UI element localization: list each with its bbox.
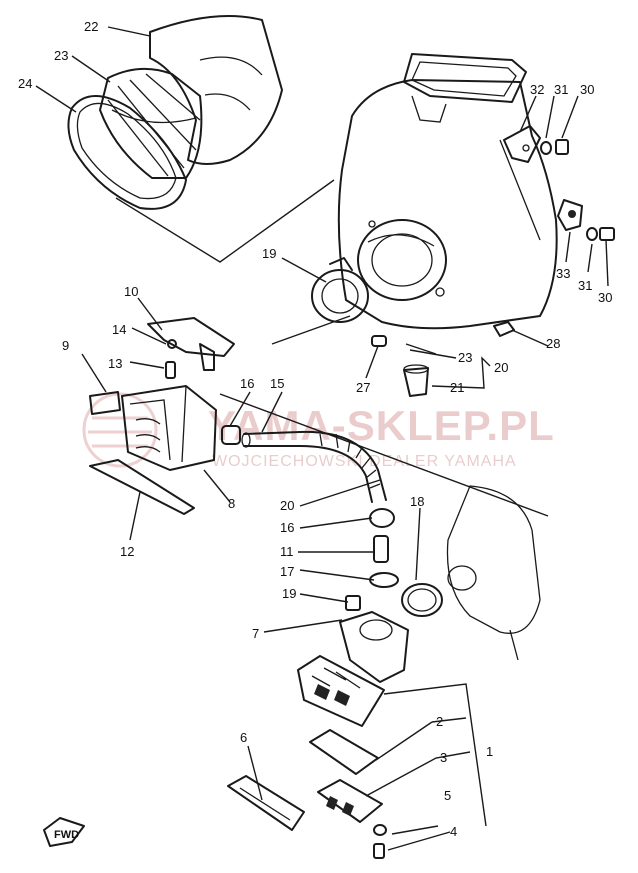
callout-6: 6 [240,730,247,745]
callout-labels: 22 23 24 32 31 30 33 31 30 19 27 28 23 2… [18,19,612,839]
callout-32: 32 [530,82,544,97]
callout-11: 11 [280,544,294,559]
hose-15 [241,431,301,448]
callout-12: 12 [120,544,134,559]
watermark-subtitle: WOJCIECHOWSKI DEALER YAMAHA [212,453,517,470]
callout-10: 10 [124,284,138,299]
callout-33: 33 [556,266,570,281]
clamp-17 [369,572,399,588]
joint-20 [311,257,369,323]
callout-14: 14 [112,322,126,337]
washer-31-lower [586,227,598,241]
callout-22: 20 [494,360,508,375]
air-filter-element-26 [99,67,203,179]
clamp-16-upper [221,425,241,445]
silencer-case-8 [121,385,217,471]
band-18 [401,583,443,617]
callout-28: 27 [356,380,370,395]
clip-28 [371,335,387,347]
callout-20: 19 [262,246,276,261]
reed-stopper-2 [309,729,379,775]
callout-25: 22 [84,19,98,34]
filter-pad-9 [89,391,121,415]
reed-valve-assembly-1 [297,655,385,727]
callout-29: 28 [546,336,560,351]
callout-16-lower: 16 [280,520,294,535]
clamp-16-lower [369,508,395,528]
bracket-10 [147,317,235,371]
callout-31-upper: 31 [554,82,568,97]
washer-31-upper [540,141,552,155]
fwd-label: FWD [54,829,79,841]
gasket-ring-27 [67,95,187,210]
plate-12 [89,459,195,515]
bolt-30-lower [599,227,615,241]
callout-9: 9 [62,338,69,353]
callout-30-upper: 30 [580,82,594,97]
callout-15: 15 [270,376,284,391]
callout-8: 8 [228,496,235,511]
callout-27: 24 [18,76,32,91]
callout-19: 19 [282,586,296,601]
air-box-body [337,53,558,330]
bracket-32 [503,125,541,163]
leader-lines [35,26,609,851]
callout-21: 20 [280,498,294,513]
callout-7: 7 [252,626,259,641]
callout-13: 13 [108,356,122,371]
intake-manifold-7 [339,611,409,683]
bolt-30-upper [555,139,569,155]
hose-21 [299,430,387,503]
callout-18: 18 [410,494,424,509]
callout-24: 23 [458,350,472,365]
callout-17: 17 [280,564,294,579]
screw-4 [373,843,385,859]
callout-3: 3 [440,750,447,765]
callout-26: 23 [54,48,68,63]
callout-23: 21 [450,380,464,395]
clamp-24 [405,343,437,355]
watermark-logo [82,392,158,468]
nut-29 [493,321,515,337]
intake-funnel-25 [149,15,283,165]
fwd-direction-marker: FWD [43,817,85,847]
assembly-boundary-lines [115,179,549,517]
carburetor-outline [446,485,541,661]
screw-13 [165,361,176,379]
callout-31-lower: 31 [578,278,592,293]
callout-5: 5 [444,788,451,803]
pipe-11 [373,535,389,563]
drain-plug-23 [403,364,429,397]
callout-1: 1 [486,744,493,759]
damper-33 [557,199,583,231]
callout-16-upper: 16 [240,376,254,391]
callout-4: 4 [450,824,457,839]
screw-14 [167,339,177,349]
callout-2: 2 [436,714,443,729]
watermark-logo-lines [88,416,152,448]
callout-30-lower: 30 [598,290,612,305]
bolt-19 [345,595,361,611]
washer-5 [373,824,387,836]
gasket-6 [227,775,305,831]
reed-valve-3 [317,779,383,823]
